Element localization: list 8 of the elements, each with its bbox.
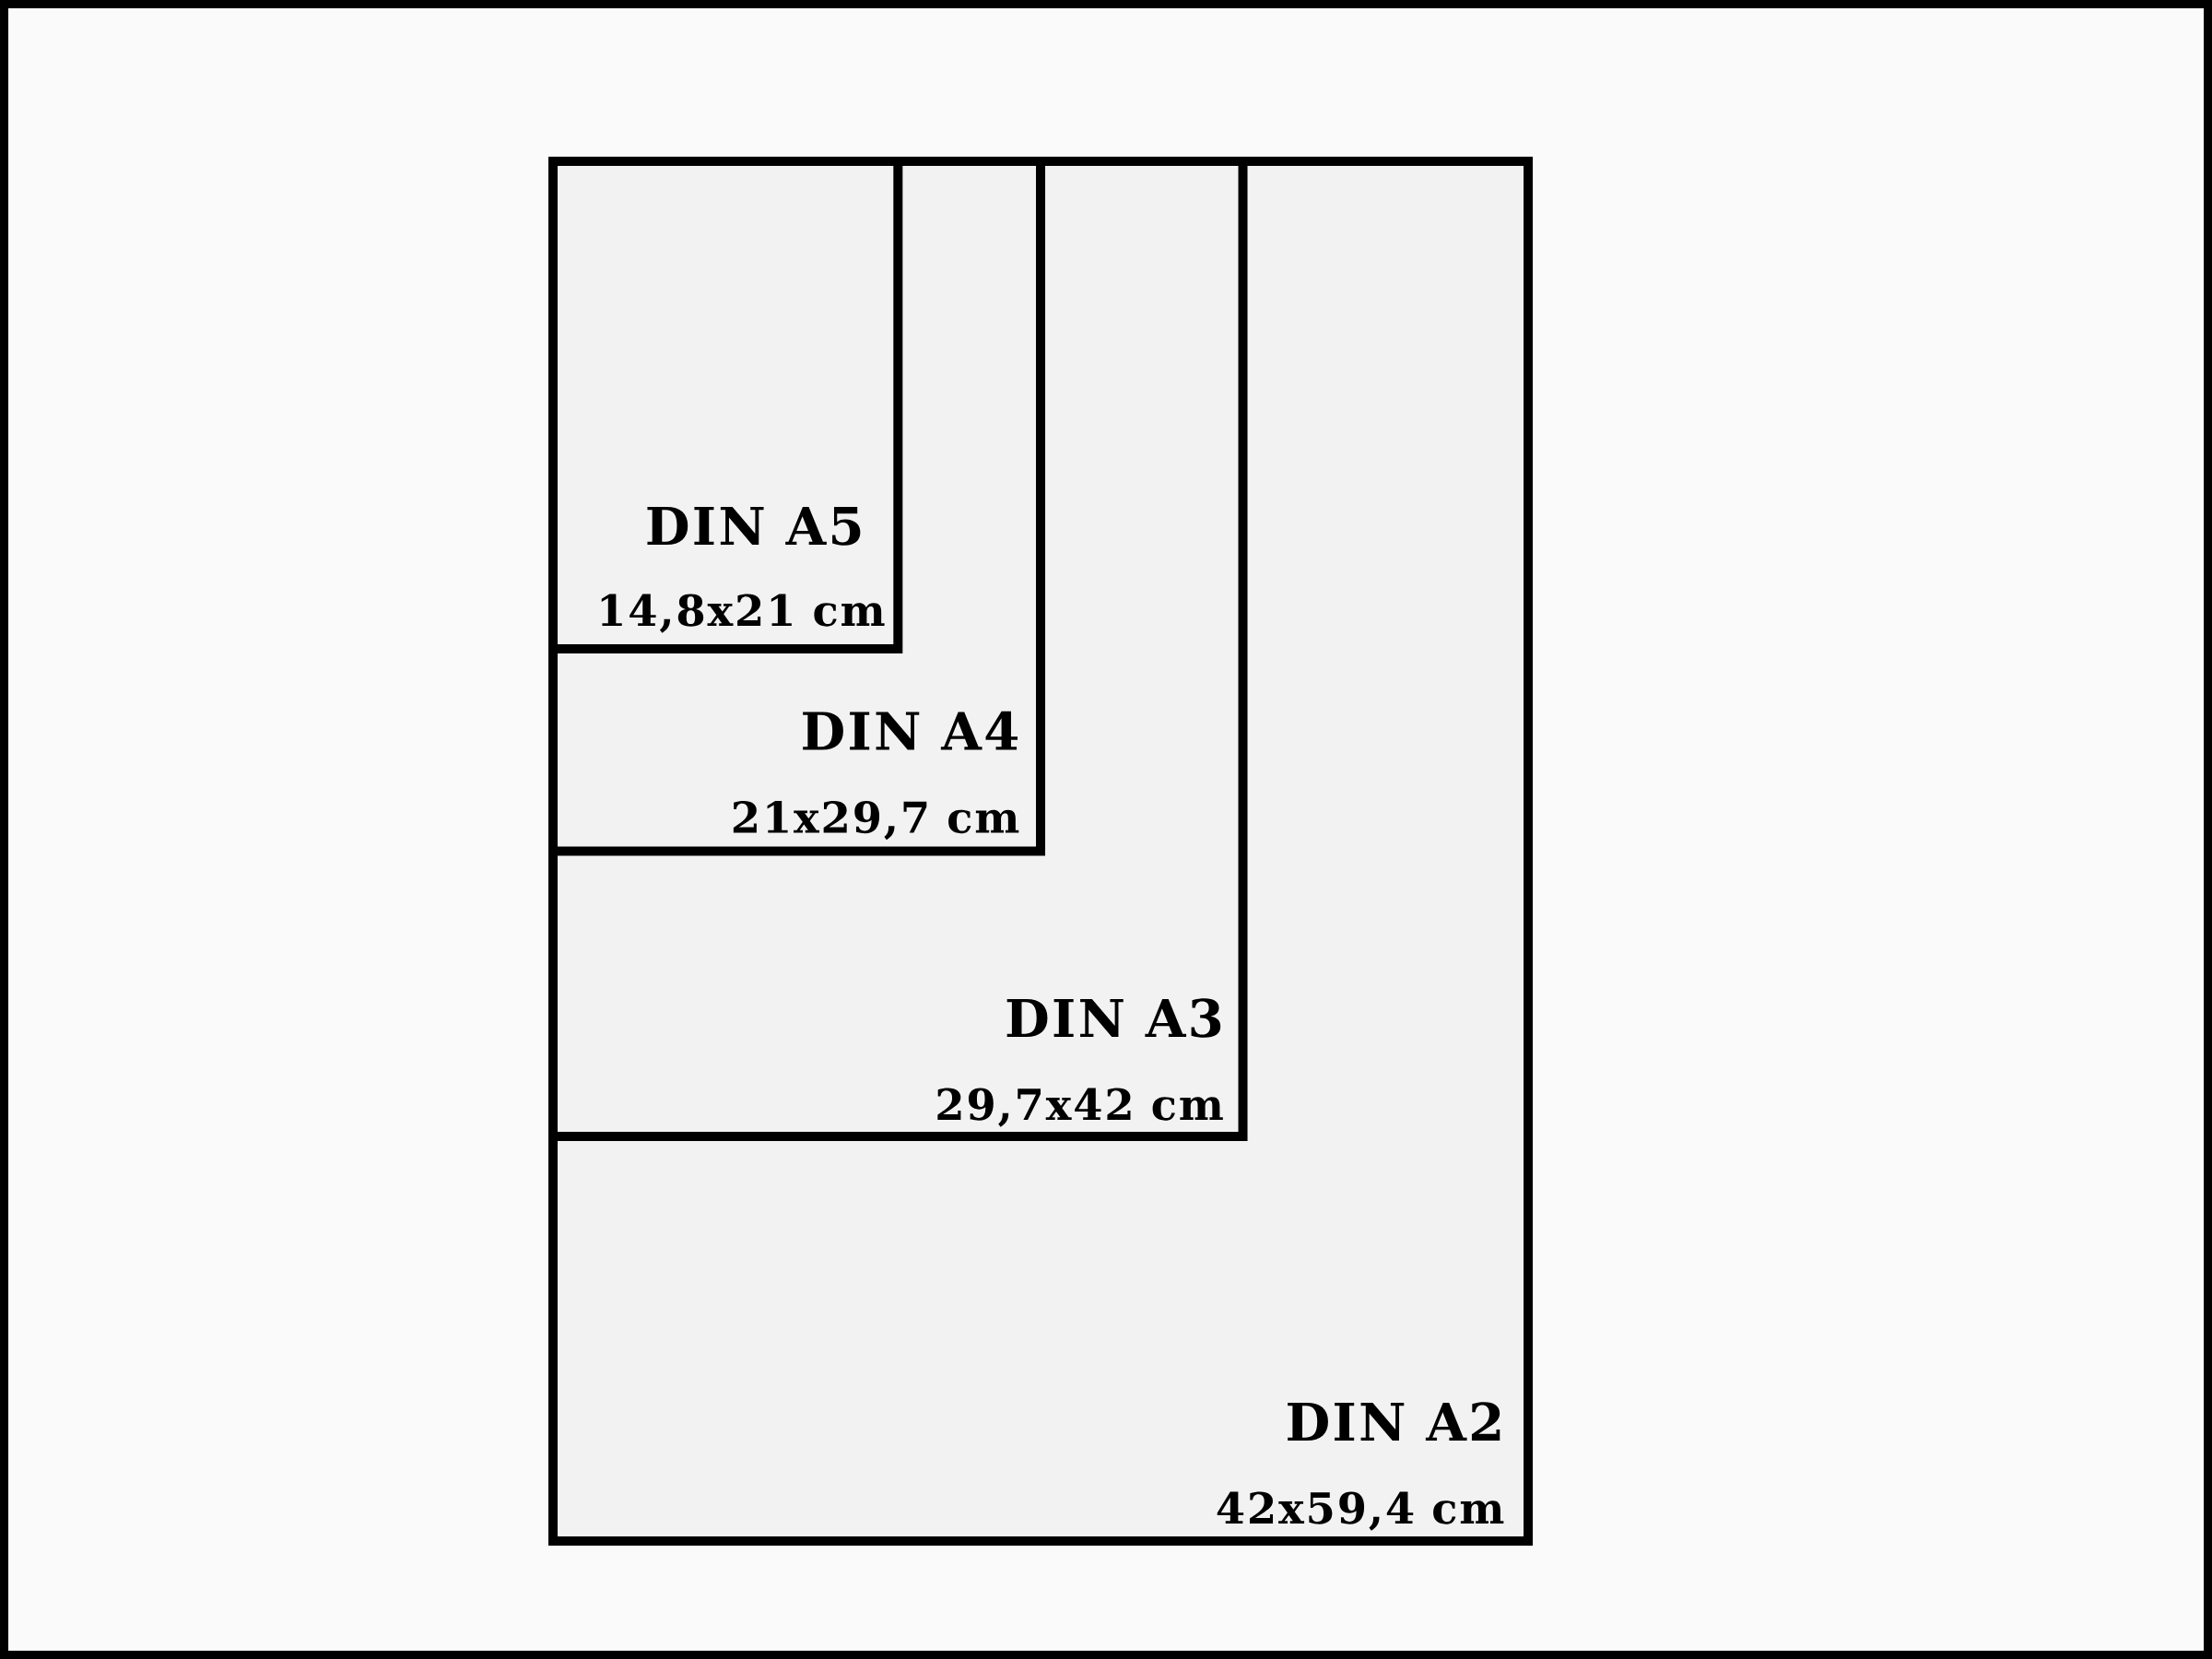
size-dimensions: 42x59,4 cm — [1217, 1491, 1504, 1531]
size-name: DIN A5 — [647, 507, 861, 546]
size-name: DIN A4 — [803, 711, 1018, 750]
size-name: DIN A3 — [1006, 998, 1221, 1038]
size-name: DIN A2 — [1288, 1402, 1500, 1441]
size-dimensions: 29,7x42 cm — [937, 1088, 1223, 1127]
size-dimensions: 14,8x21 cm — [601, 594, 885, 633]
size-dimensions: 21x29,7 cm — [733, 801, 1019, 841]
